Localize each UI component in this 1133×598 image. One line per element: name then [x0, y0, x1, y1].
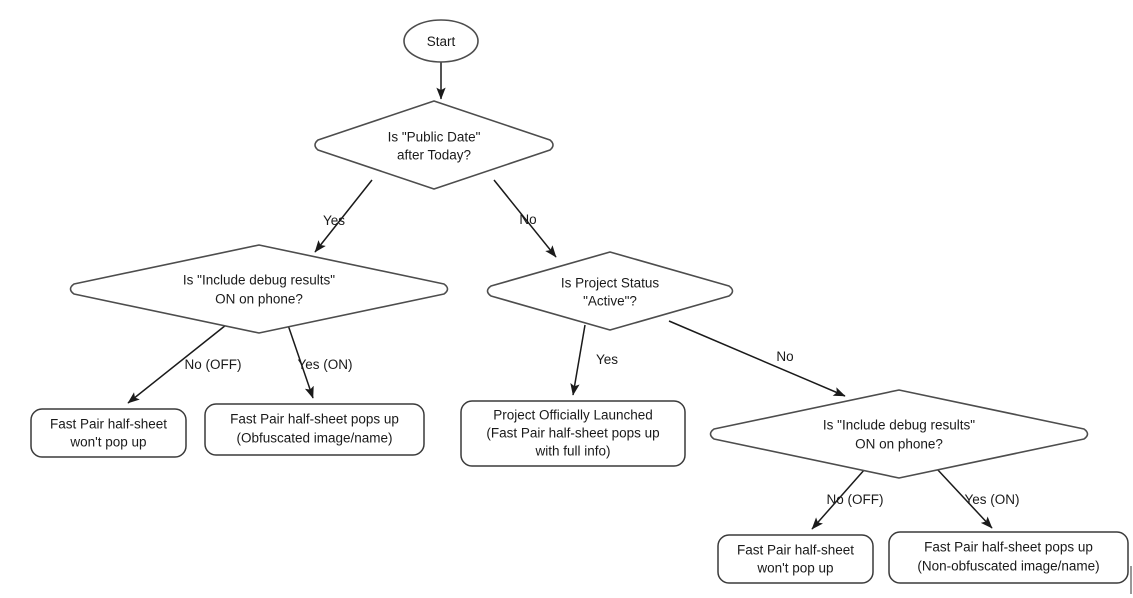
edge-project-status-yes — [570, 324, 586, 396]
out-left-off-line1: Fast Pair half-sheet — [50, 417, 167, 432]
edge-label-debug-right-off: No (OFF) — [827, 492, 884, 507]
start-ellipse — [403, 19, 479, 63]
out-launched-line3: with full info) — [534, 444, 610, 459]
out-launched-line1: Project Officially Launched — [493, 408, 653, 423]
debug-right-diamond — [709, 389, 1089, 479]
edge-label-project-status-no: No — [776, 349, 793, 364]
out-left-off-box — [30, 408, 187, 458]
out-right-off-line2: won't pop up — [756, 561, 833, 576]
public-date-line2: after Today? — [397, 148, 471, 163]
edge-label-debug-left-on: Yes (ON) — [297, 357, 352, 372]
project-status-line1: Is Project Status — [561, 276, 660, 291]
node-outcome-left-on[interactable]: Fast Pair half-sheet pops up (Obfuscated… — [204, 403, 425, 456]
out-launched-box — [460, 400, 686, 467]
edge-debug-left-on — [287, 324, 314, 399]
node-decision-project-status[interactable]: Is Project Status "Active"? — [486, 251, 734, 331]
public-date-line1: Is "Public Date" — [388, 130, 481, 145]
node-outcome-right-on[interactable]: Fast Pair half-sheet pops up (Non-obfusc… — [888, 531, 1129, 584]
node-decision-debug-left[interactable]: Is "Include debug results" ON on phone? — [69, 244, 449, 334]
out-left-on-line1: Fast Pair half-sheet pops up — [230, 412, 399, 427]
public-date-diamond — [314, 100, 554, 190]
debug-right-line2: ON on phone? — [855, 437, 943, 452]
out-right-on-box — [888, 531, 1129, 584]
edge-debug-right-on — [936, 468, 993, 529]
edge-project-status-no — [668, 320, 846, 397]
node-outcome-right-off[interactable]: Fast Pair half-sheet won't pop up — [717, 534, 874, 584]
edge-label-project-status-yes: Yes — [596, 352, 618, 367]
edge-public-date-no — [493, 179, 557, 258]
out-launched-line2: (Fast Pair half-sheet pops up — [486, 426, 659, 441]
out-right-on-line2: (Non-obfuscated image/name) — [917, 559, 1099, 574]
edge-label-debug-right-on: Yes (ON) — [964, 492, 1019, 507]
edge-label-layer: Yes No No (OFF) Yes (ON) Yes No No (OFF)… — [185, 212, 1020, 507]
edge-label-public-date-yes: Yes — [323, 213, 345, 228]
debug-right-line1: Is "Include debug results" — [823, 418, 975, 433]
node-decision-public-date[interactable]: Is "Public Date" after Today? — [314, 100, 554, 190]
node-outcome-launched[interactable]: Project Officially Launched (Fast Pair h… — [460, 400, 686, 467]
edge-label-debug-left-off: No (OFF) — [185, 357, 242, 372]
node-start[interactable]: Start — [403, 19, 479, 63]
out-left-on-line2: (Obfuscated image/name) — [236, 431, 392, 446]
edge-layer — [127, 62, 993, 530]
node-decision-debug-right[interactable]: Is "Include debug results" ON on phone? — [709, 389, 1089, 479]
edge-debug-left-off — [127, 324, 227, 404]
project-status-line2: "Active"? — [583, 294, 637, 309]
out-left-off-line2: won't pop up — [69, 435, 146, 450]
out-right-off-line1: Fast Pair half-sheet — [737, 543, 854, 558]
edge-debug-right-off — [811, 468, 866, 530]
debug-left-diamond — [69, 244, 449, 334]
out-right-on-line1: Fast Pair half-sheet pops up — [924, 540, 1093, 555]
node-outcome-left-off[interactable]: Fast Pair half-sheet won't pop up — [30, 408, 187, 458]
edge-label-public-date-no: No — [519, 212, 536, 227]
start-label: Start — [427, 34, 456, 49]
debug-left-line2: ON on phone? — [215, 292, 303, 307]
out-left-on-box — [204, 403, 425, 456]
out-right-off-box — [717, 534, 874, 584]
project-status-diamond — [486, 251, 734, 331]
edge-public-date-yes — [314, 179, 373, 253]
debug-left-line1: Is "Include debug results" — [183, 273, 335, 288]
